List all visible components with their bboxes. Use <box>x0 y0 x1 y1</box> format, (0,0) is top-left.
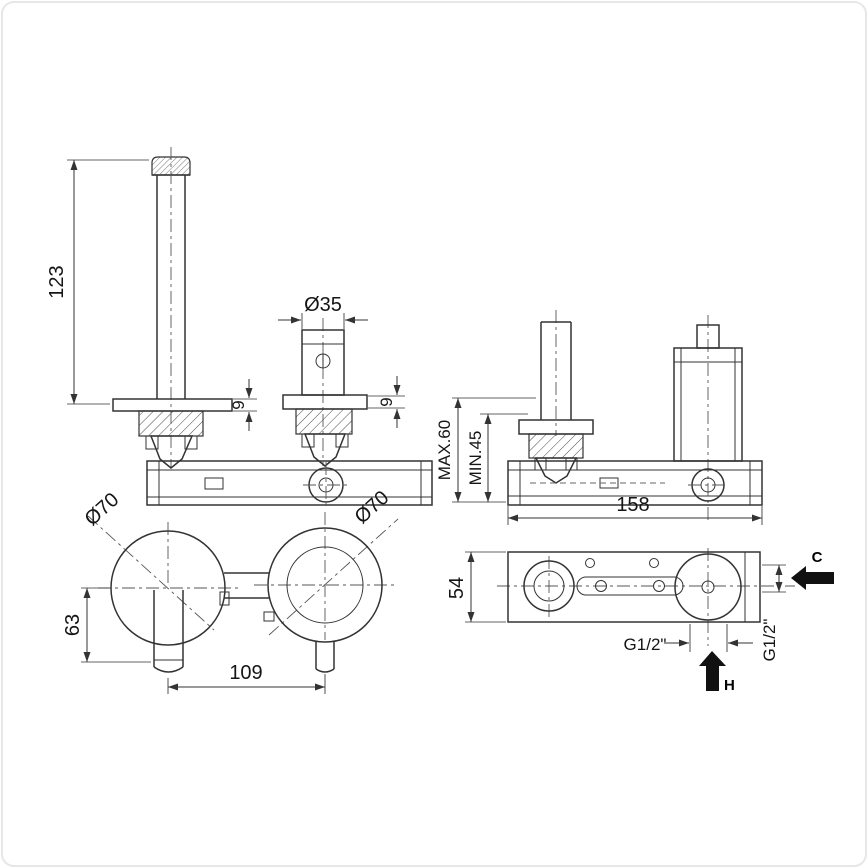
dim-63: 63 <box>62 587 151 663</box>
dim-109-label: 109 <box>229 662 262 684</box>
dim-123: 123 <box>46 159 149 405</box>
dim-158-label: 158 <box>616 494 649 516</box>
dim-9-left-label: 9 <box>229 400 248 409</box>
dim-123-label: 123 <box>46 265 68 298</box>
dim-d35-label: Ø35 <box>304 294 342 316</box>
dim-d35: Ø35 <box>278 294 368 329</box>
side-view <box>507 310 763 522</box>
dim-9-left: 9 <box>229 379 257 431</box>
front-view <box>87 512 399 673</box>
hot-label: H <box>724 677 735 694</box>
cold-arrow-icon <box>791 566 834 590</box>
dim-g12-bottom: G1/2" <box>624 624 753 654</box>
spout-side-view <box>112 147 233 469</box>
cold-label: C <box>812 549 823 566</box>
dim-54-label: 54 <box>446 577 468 599</box>
hot-arrow-icon <box>699 651 726 691</box>
dim-9-right-label: 9 <box>377 397 396 406</box>
dim-g12-side-label: G1/2" <box>760 619 779 662</box>
plan-view <box>497 548 795 646</box>
mixer-body-front <box>146 460 433 508</box>
dim-max60-label: MAX.60 <box>435 420 454 480</box>
dim-54: 54 <box>446 551 506 623</box>
dim-g12-bottom-label: G1/2" <box>624 635 667 654</box>
dim-min45: MIN.45 <box>466 413 528 502</box>
dim-min45-label: MIN.45 <box>466 431 485 486</box>
dim-d70-left-label: Ø70 <box>81 489 124 531</box>
cold-inlet: C <box>791 549 834 590</box>
dim-158: 158 <box>507 494 763 525</box>
dim-9-right: 9 <box>368 376 405 428</box>
dim-63-label: 63 <box>62 614 84 636</box>
dim-d70-right-label: Ø70 <box>351 487 394 529</box>
dim-g12-side: G1/2" <box>760 564 786 662</box>
dim-max60: MAX.60 <box>435 397 536 503</box>
hot-inlet: H <box>699 651 735 694</box>
dim-109: 109 <box>167 662 326 694</box>
handle-side-view <box>282 318 368 467</box>
